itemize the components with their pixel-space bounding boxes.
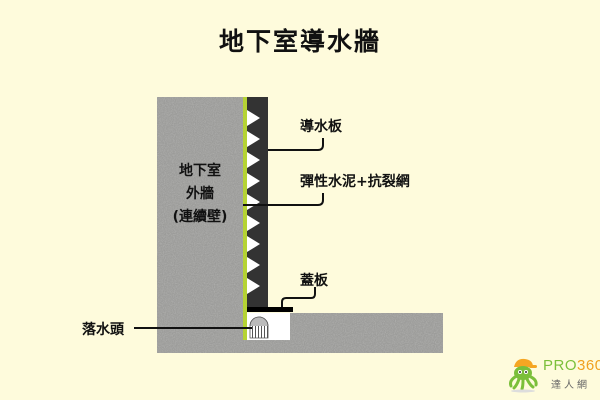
drain-board: [247, 97, 268, 308]
callout-drain-board: 導水板: [300, 119, 342, 135]
logo-subtitle: 達人網: [551, 380, 590, 391]
elastic-cement-membrane: [243, 97, 247, 340]
callout-elastic-cement: 彈性水泥+抗裂網: [300, 174, 410, 190]
wall-label-line2: 外牆: [186, 186, 214, 202]
logo-brand: PRO360: [543, 357, 600, 374]
octopus-mascot-icon: [509, 358, 538, 393]
wall-label-line3: (連續壁): [172, 209, 228, 225]
page-title: 地下室導水牆: [218, 27, 381, 56]
basement-wall: [157, 97, 243, 353]
wall-label: 地下室 外牆 (連續壁): [157, 160, 243, 229]
drain-head-icon: [249, 316, 269, 339]
callout-drain-head: 落水頭: [82, 322, 124, 338]
wall-label-line1: 地下室: [179, 163, 221, 179]
pro360-logo: PRO360 達人網: [505, 355, 600, 395]
leader-lines: [134, 138, 324, 329]
cover-board: [247, 307, 293, 312]
callout-cover-board: 蓋板: [300, 273, 328, 289]
